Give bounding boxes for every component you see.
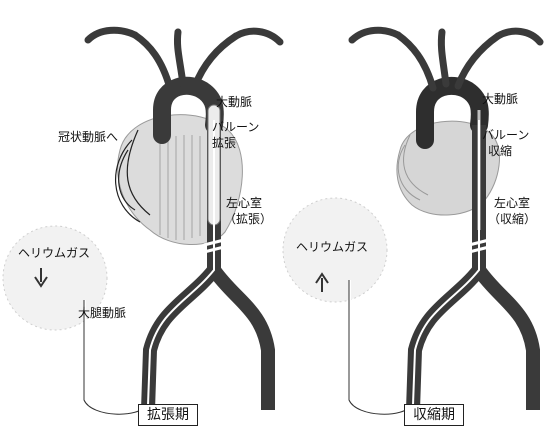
right-lv-label-2: （収縮） xyxy=(488,212,536,226)
right-helium-label: ヘリウムガス xyxy=(296,240,368,254)
left-branch-1 xyxy=(135,35,170,88)
left-coronary-label: 冠状動脈へ xyxy=(58,130,118,144)
left-iliac-right xyxy=(214,270,268,410)
left-iliac-left xyxy=(148,270,214,410)
right-phase-label: 収縮期 xyxy=(404,404,464,426)
left-balloon-label-2: 拡張 xyxy=(212,136,236,150)
right-branch-1 xyxy=(398,35,433,88)
right-branch-2 xyxy=(441,32,446,84)
left-branch-outer-left xyxy=(88,30,135,40)
right-iliac-left xyxy=(413,270,479,410)
right-balloon-label-1: バルーン xyxy=(482,128,529,142)
left-balloon-label-1: バルーン xyxy=(212,120,259,134)
right-branch-3 xyxy=(458,36,498,86)
left-branch-3 xyxy=(195,36,236,86)
left-lv-label-1: 左心室 xyxy=(226,196,262,210)
right-lv-label-1: 左心室 xyxy=(494,196,530,210)
right-branch-outer-left xyxy=(352,30,398,40)
left-lv-label-2: （拡張） xyxy=(224,212,272,226)
left-phase-label: 拡張期 xyxy=(138,404,198,426)
left-branch-outer-right xyxy=(236,31,280,42)
right-iliac-right xyxy=(479,270,533,410)
right-aorta-label: 大動脈 xyxy=(482,92,518,106)
right-balloon-label-2: 収縮 xyxy=(488,144,512,158)
right-catheter-outline xyxy=(349,280,413,414)
right-branch-outer-right xyxy=(498,31,540,42)
left-femoral-label: 大腿動脈 xyxy=(78,306,126,320)
left-aorta-label: 大動脈 xyxy=(216,95,252,109)
left-branch-2 xyxy=(177,32,183,84)
left-helium-label: ヘリウムガス xyxy=(18,246,90,260)
